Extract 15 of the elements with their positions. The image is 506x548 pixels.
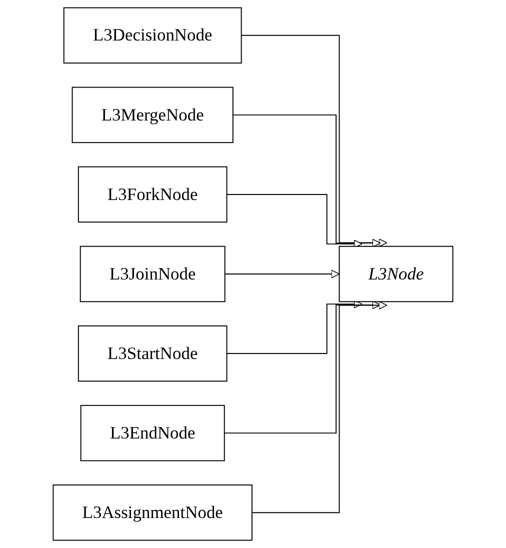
node-box: L3StartNode <box>78 325 228 382</box>
arrow <box>226 300 362 354</box>
arrow <box>224 300 381 434</box>
node-box: L3ForkNode <box>78 166 228 223</box>
arrow <box>224 270 340 278</box>
arrow <box>252 300 388 514</box>
node-box: L3DecisionNode <box>63 7 242 64</box>
node-box: L3JoinNode <box>80 246 226 302</box>
node-box: L3AssignmentNode <box>52 484 252 541</box>
node-box: L3MergeNode <box>72 86 234 144</box>
arrow <box>232 114 381 248</box>
arrow <box>240 34 388 248</box>
arrow <box>226 194 362 248</box>
node-box: L3EndNode <box>80 404 225 462</box>
node-box: L3Node <box>338 246 454 302</box>
